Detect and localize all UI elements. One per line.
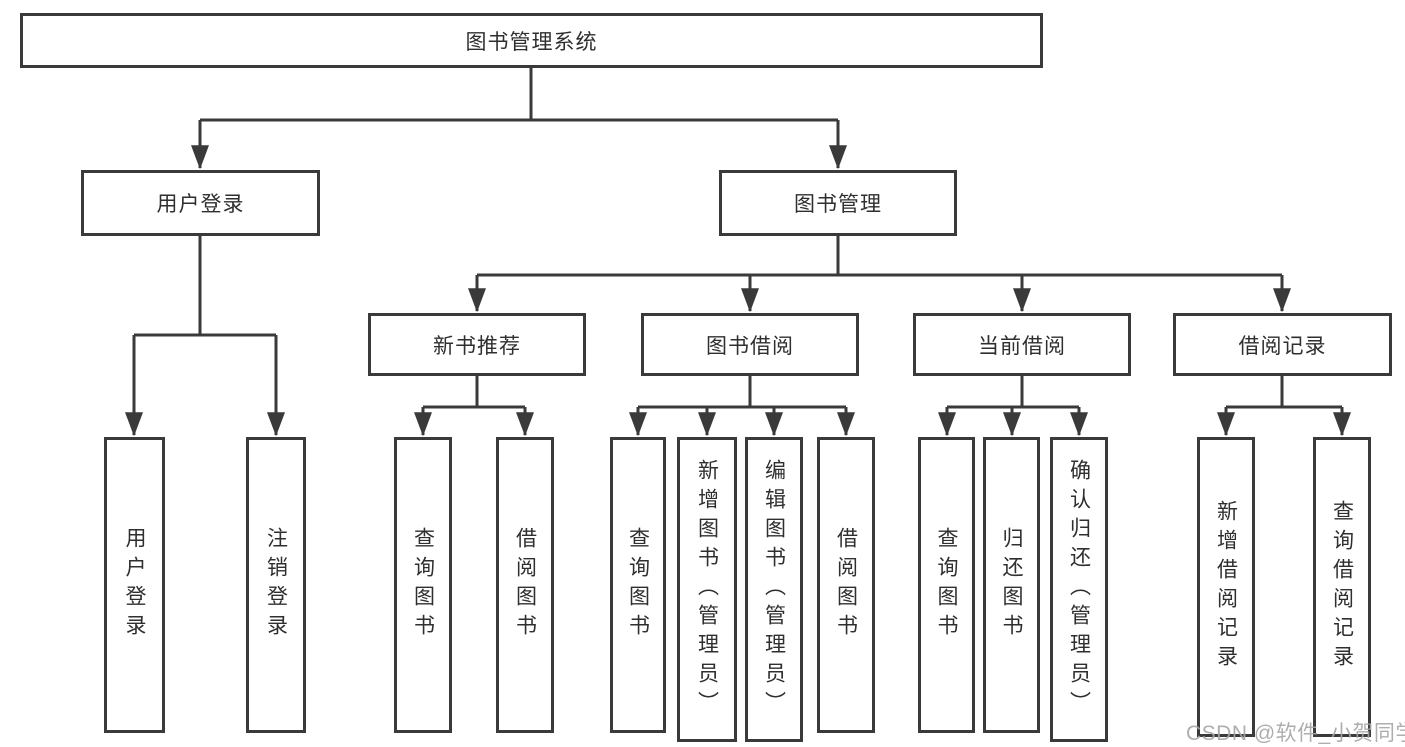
node-label: 借阅记录: [1238, 334, 1327, 358]
node-leaf-logout: 注销登录: [246, 437, 306, 733]
node-current-borrowing: 当前借阅: [913, 313, 1131, 376]
node-label: 用户登录: [123, 527, 146, 643]
node-label: 查询图书: [935, 527, 958, 643]
node-label: 新书推荐: [433, 334, 521, 358]
node-label: 图书借阅: [706, 334, 794, 358]
node-leaf-user-login: 用户登录: [104, 437, 165, 733]
node-label: 查询图书: [411, 527, 435, 643]
node-label: 归还图书: [1000, 527, 1023, 643]
node-leaf-borrow-books-recommend: 借阅图书: [496, 437, 554, 733]
node-label: 借阅图书: [834, 527, 858, 643]
node-label: 确认归还（管理员）: [1067, 459, 1091, 720]
node-book-borrowing: 图书借阅: [641, 313, 859, 376]
node-label: 注销登录: [264, 527, 288, 643]
node-book-management-module: 图书管理: [719, 170, 957, 236]
node-leaf-confirm-return-admin: 确认归还（管理员）: [1050, 437, 1108, 742]
node-label: 新增借阅记录: [1214, 500, 1238, 674]
node-leaf-query-borrow-record: 查询借阅记录: [1313, 437, 1371, 737]
node-leaf-borrow-books-borrowing: 借阅图书: [817, 437, 875, 733]
node-leaf-query-books-recommend: 查询图书: [394, 437, 452, 733]
node-leaf-query-books-current: 查询图书: [918, 437, 975, 733]
node-label: 当前借阅: [978, 334, 1066, 358]
node-user-login-module: 用户登录: [81, 170, 320, 236]
csdn-watermark: CSDN @软件_小贺同学: [1186, 722, 1405, 745]
node-borrowing-records: 借阅记录: [1173, 313, 1392, 376]
node-new-book-recommend: 新书推荐: [368, 313, 586, 376]
node-root-library-system: 图书管理系统: [20, 13, 1043, 68]
node-label: 查询借阅记录: [1330, 500, 1354, 674]
node-leaf-edit-books-admin: 编辑图书（管理员）: [745, 437, 803, 742]
node-label: 用户登录: [156, 193, 245, 216]
node-label: 编辑图书（管理员）: [762, 459, 786, 720]
node-label: 图书管理: [794, 193, 882, 216]
node-leaf-add-books-admin: 新增图书（管理员）: [677, 437, 737, 742]
node-label: 查询图书: [626, 527, 650, 643]
node-leaf-query-books-borrowing: 查询图书: [610, 437, 666, 733]
node-label: 新增图书（管理员）: [695, 459, 719, 720]
node-label: 借阅图书: [513, 527, 537, 643]
node-label: 图书管理系统: [465, 30, 598, 54]
node-leaf-add-borrow-record: 新增借阅记录: [1197, 437, 1255, 737]
node-leaf-return-books: 归还图书: [983, 437, 1040, 733]
